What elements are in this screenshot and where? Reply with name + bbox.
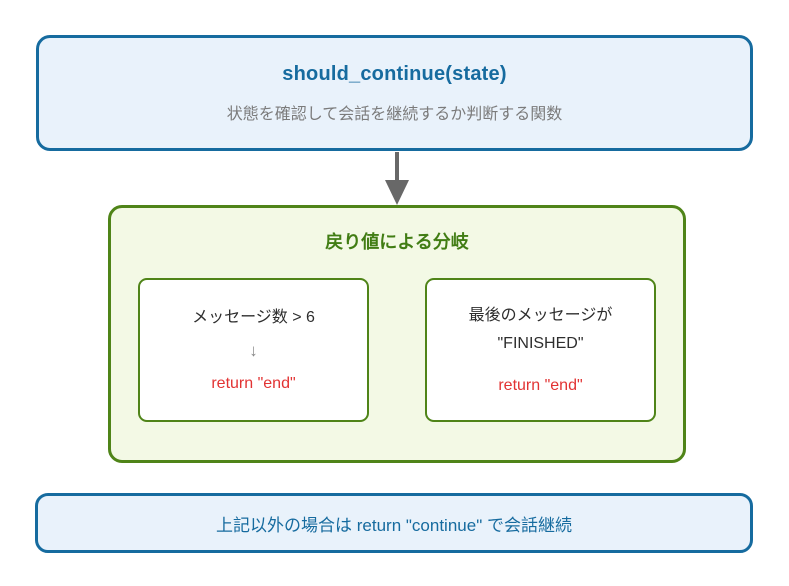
case-left-result: return "end" — [211, 375, 296, 392]
branch-box: 戻り値による分岐 メッセージ数 > 6 ↓ return "end" 最後のメッ… — [108, 205, 686, 463]
footer-text: 上記以外の場合は return "continue" で会話継続 — [216, 515, 572, 535]
down-arrow-icon — [385, 180, 409, 205]
case-message-count-box: メッセージ数 > 6 ↓ return "end" — [138, 278, 369, 422]
case-right-condition-line1: 最後のメッセージが — [468, 307, 613, 324]
case-right-result: return "end" — [498, 377, 583, 394]
branch-cases-row: メッセージ数 > 6 ↓ return "end" 最後のメッセージが "FIN… — [111, 278, 683, 422]
footer-box: 上記以外の場合は return "continue" で会話継続 — [35, 493, 753, 553]
function-title: should_continue(state) — [282, 62, 507, 85]
down-arrow-shaft — [395, 152, 399, 181]
case-finished-message-box: 最後のメッセージが "FINISHED" return "end" — [425, 278, 656, 422]
case-right-condition-line2: "FINISHED" — [497, 335, 584, 352]
function-box: should_continue(state) 状態を確認して会話を継続するか判断… — [36, 35, 753, 151]
case-left-down-arrow-icon: ↓ — [249, 341, 258, 360]
branch-title: 戻り値による分岐 — [325, 232, 469, 252]
function-subtitle: 状態を確認して会話を継続するか判断する関数 — [226, 105, 563, 123]
case-left-condition: メッセージ数 > 6 — [192, 309, 315, 326]
